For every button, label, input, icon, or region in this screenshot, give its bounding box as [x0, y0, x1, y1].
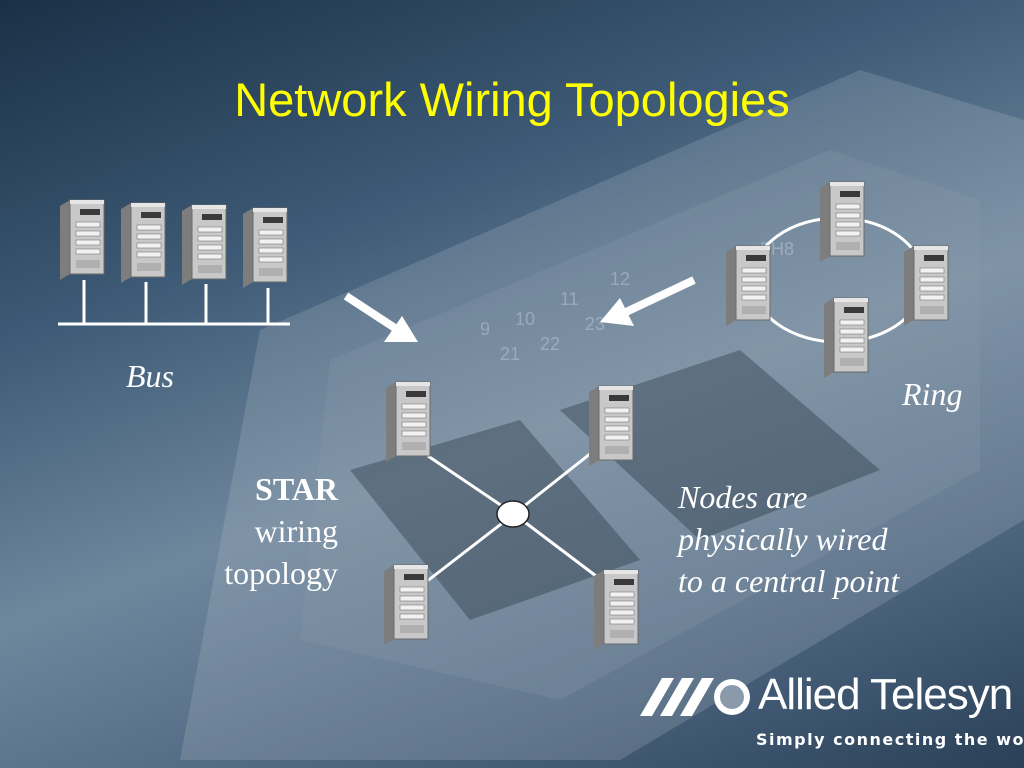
brand-tagline: Simply connecting the world — [756, 730, 1024, 749]
ring-topology — [725, 181, 949, 379]
computer-tower-icon — [181, 204, 227, 286]
bus-topology — [58, 199, 290, 326]
svg-text:11: 11 — [560, 289, 579, 309]
brand-block: Allied Telesyn Simply connecting the wor… — [640, 666, 1024, 756]
svg-text:10: 10 — [515, 309, 535, 329]
computer-tower-icon — [59, 199, 105, 281]
hub-icon — [496, 500, 530, 528]
note-line3: to a central point — [678, 563, 900, 599]
computer-tower-icon — [385, 381, 431, 463]
bus-label: Bus — [126, 358, 174, 394]
arrow-icon — [343, 292, 418, 342]
brand-name: Allied Telesyn — [758, 670, 1013, 719]
star-topology — [383, 381, 639, 651]
computer-tower-icon — [588, 385, 634, 467]
computer-tower-icon — [725, 245, 771, 327]
svg-text:12: 12 — [610, 269, 630, 289]
star-label: STAR wiring topology — [224, 468, 338, 594]
brand-logo-icon — [640, 678, 750, 716]
computer-tower-icon — [242, 207, 288, 289]
computer-tower-icon — [823, 297, 869, 379]
computer-tower-icon — [819, 181, 865, 263]
slide-title: Network Wiring Topologies — [234, 73, 790, 126]
ring-label: Ring — [902, 376, 963, 412]
star-label-line1: wiring — [254, 513, 338, 549]
star-label-bold: STAR — [255, 471, 338, 507]
note-line2: physically wired — [678, 521, 888, 557]
svg-text:9: 9 — [480, 319, 490, 339]
star-label-line2: topology — [224, 555, 338, 591]
computer-tower-icon — [383, 564, 429, 646]
star-description: Nodes are physically wired to a central … — [678, 476, 899, 602]
computer-tower-icon — [593, 569, 639, 651]
note-line1: Nodes are — [678, 479, 808, 515]
computer-tower-icon — [120, 202, 166, 284]
svg-text:23: 23 — [585, 314, 605, 334]
arrow-icon — [600, 276, 696, 326]
computer-tower-icon — [903, 245, 949, 327]
svg-text:21: 21 — [500, 344, 520, 364]
svg-text:22: 22 — [540, 334, 560, 354]
